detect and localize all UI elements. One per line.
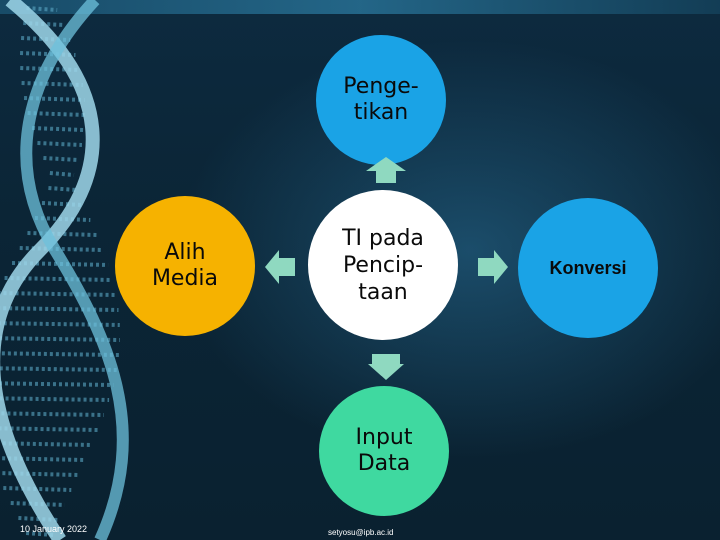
- arrow-left: [265, 250, 295, 284]
- helix-rung: [0, 306, 119, 312]
- helix-rung: [0, 471, 79, 477]
- helix-rung: [21, 81, 83, 87]
- arrow-right: [478, 250, 508, 284]
- helix-rung: [0, 291, 117, 297]
- helix-rung: [0, 456, 86, 462]
- footer-email: setyosu@ipb.ac.id: [328, 528, 394, 537]
- helix-rung: [25, 531, 54, 537]
- helix-rung: [3, 486, 72, 492]
- helix-rung: [41, 201, 84, 207]
- helix-rung: [0, 381, 114, 387]
- top-accent-bar: [0, 0, 720, 14]
- node-konversi: Konversi: [518, 198, 658, 338]
- helix-rung: [37, 141, 83, 147]
- helix-rung: [23, 96, 85, 102]
- arrow-up: [366, 157, 406, 183]
- helix-rung: [0, 426, 99, 432]
- helix-rung: [0, 321, 120, 327]
- helix-rung: [48, 186, 77, 192]
- helix-rung: [32, 126, 85, 132]
- arrow-down: [368, 354, 404, 380]
- node-center-ti-pada-penciptaan: TI pada Pencip- taan: [308, 190, 458, 340]
- helix-rung: [49, 171, 75, 177]
- node-pengetikan: Penge-tikan: [316, 35, 446, 165]
- helix-rung: [0, 396, 110, 402]
- helix-rung: [0, 411, 104, 417]
- footer-date: 10 January 2022: [20, 524, 88, 534]
- helix-rung: [26, 6, 58, 12]
- helix-rung: [43, 156, 79, 162]
- helix-rung: [0, 366, 117, 372]
